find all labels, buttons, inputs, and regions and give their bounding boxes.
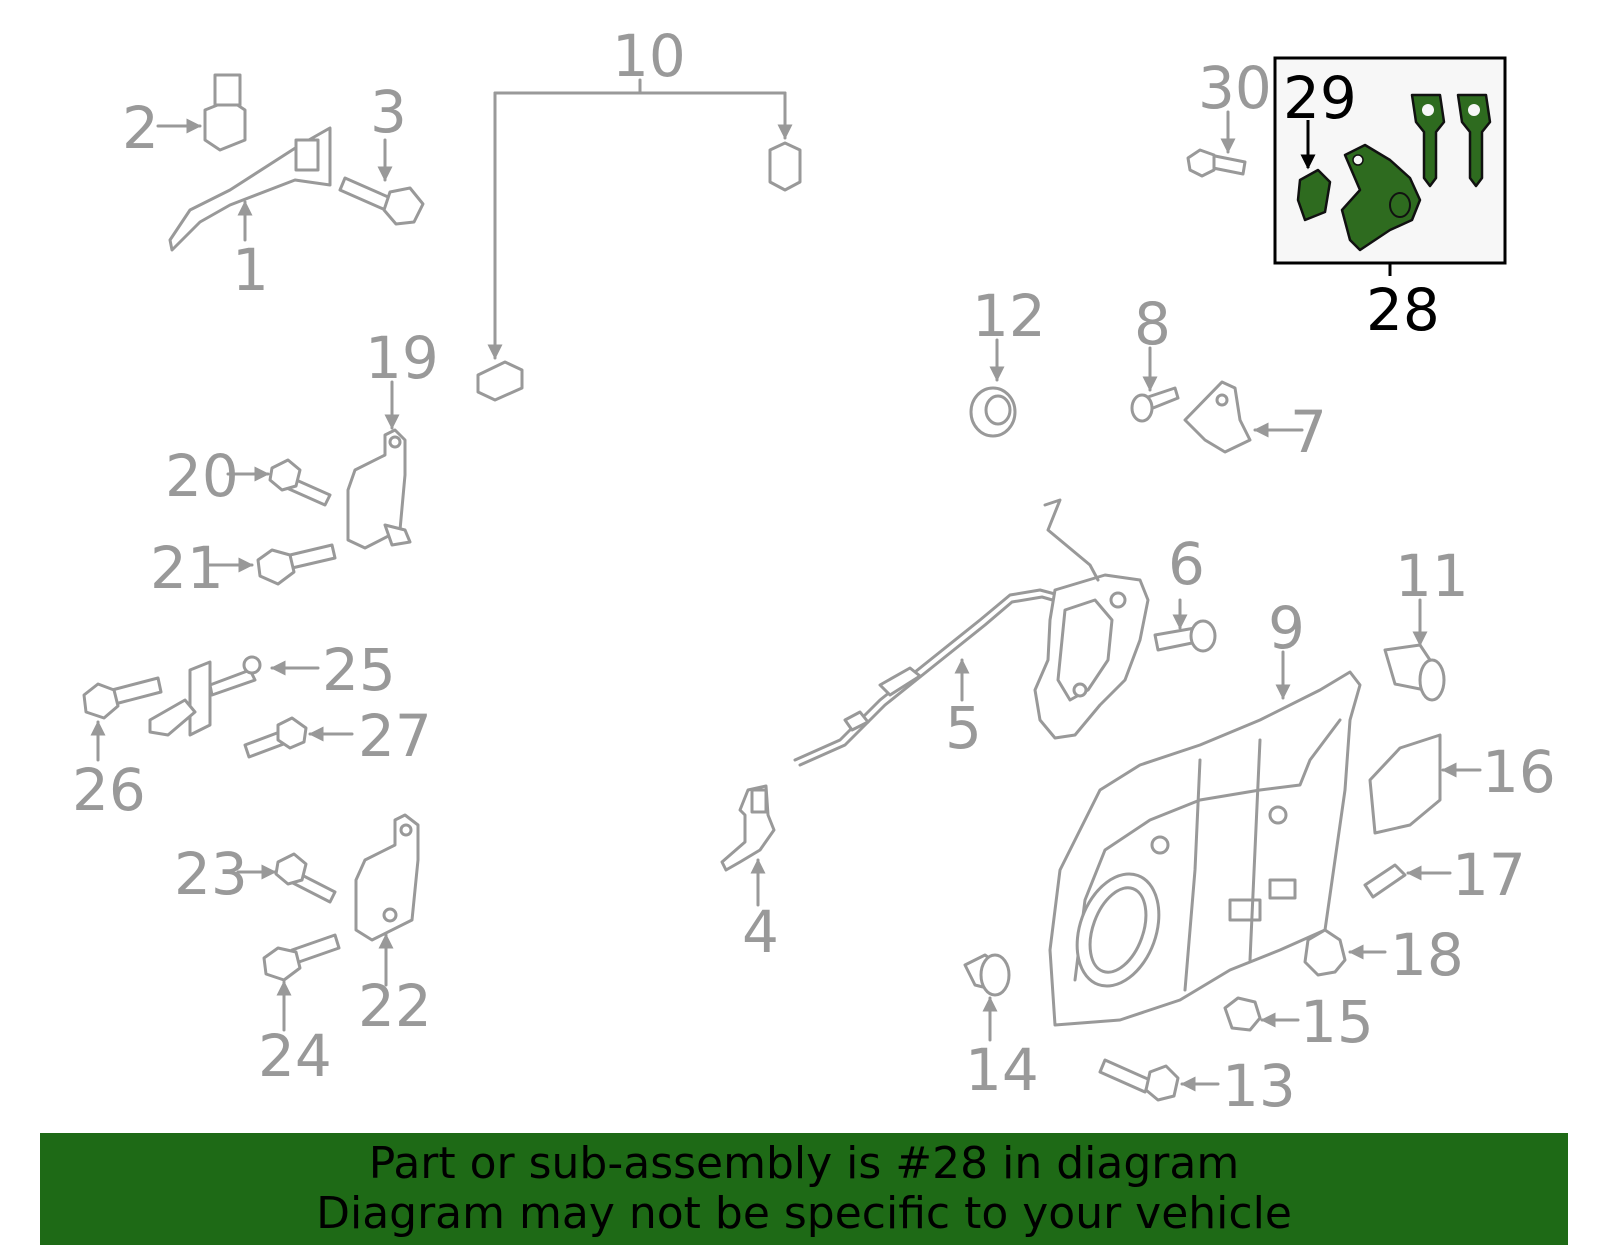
part-4-rod-clip[interactable] (720, 784, 776, 872)
callout-30: 30 (1198, 54, 1272, 122)
callout-22: 22 (358, 972, 432, 1040)
part-14-grommet[interactable] (963, 953, 1011, 997)
key-icon (1410, 93, 1446, 188)
callout-11: 11 (1395, 542, 1469, 610)
callout-12: 12 (972, 282, 1046, 350)
banner-line-1: Part or sub-assembly is #28 in diagram (368, 1138, 1240, 1189)
callout-25: 25 (322, 636, 396, 704)
callout-29: 29 (1283, 64, 1357, 132)
callout-21: 21 (150, 534, 224, 602)
part-8-screw[interactable] (1130, 386, 1180, 423)
part-3-bolt[interactable] (338, 176, 425, 226)
callout-19: 19 (365, 324, 439, 392)
part-21-bolt[interactable] (256, 543, 337, 586)
part-20-bolt[interactable] (268, 458, 332, 507)
callout-7: 7 (1290, 398, 1327, 466)
part-22-hinge[interactable] (354, 813, 420, 942)
callout-6: 6 (1168, 530, 1205, 598)
callout-27: 27 (358, 702, 432, 770)
callout-2: 2 (122, 94, 159, 162)
callout-13: 13 (1222, 1052, 1296, 1120)
callout-26: 26 (72, 756, 146, 824)
part-30-screw[interactable] (1186, 148, 1247, 178)
callout-3: 3 (370, 78, 407, 146)
banner-line-2: Diagram may not be specific to your vehi… (316, 1188, 1292, 1239)
callout-17: 17 (1452, 841, 1526, 909)
callout-28: 28 (1366, 276, 1440, 344)
part-11-push-clip[interactable] (1383, 643, 1446, 702)
callout-10: 10 (612, 22, 686, 90)
callout-23: 23 (174, 840, 248, 908)
part-1-handle-bracket[interactable] (168, 126, 332, 252)
key-icon (1456, 93, 1492, 188)
part-2-clip[interactable] (203, 73, 247, 152)
part-12-grommet[interactable] (969, 386, 1017, 438)
part-16-cover[interactable] (1368, 733, 1442, 835)
callout-18: 18 (1390, 921, 1464, 989)
info-banner: Part or sub-assembly is #28 in diagram D… (40, 1133, 1568, 1245)
part-28-lock-set[interactable] (1273, 56, 1507, 265)
callout-9: 9 (1268, 594, 1305, 662)
callout-14: 14 (965, 1036, 1039, 1104)
part-27-bolt[interactable] (243, 716, 308, 759)
part-5-latch-assembly[interactable] (793, 498, 1150, 767)
part-17-tape[interactable] (1363, 863, 1407, 899)
callout-16: 16 (1482, 738, 1556, 806)
callout-20: 20 (165, 442, 239, 510)
part-24-bolt[interactable] (262, 933, 341, 982)
part-25-check-link[interactable] (148, 655, 262, 737)
part-10-bracket-lines (487, 78, 793, 360)
callout-4: 4 (742, 898, 779, 966)
callout-8: 8 (1134, 290, 1171, 358)
part-26-bolt[interactable] (82, 676, 163, 720)
callout-24: 24 (258, 1022, 332, 1090)
part-10-clip-upper[interactable] (768, 141, 802, 192)
part-23-bolt[interactable] (274, 852, 337, 904)
part-7-plate[interactable] (1183, 380, 1252, 454)
callout-5: 5 (945, 694, 982, 762)
callout-1: 1 (232, 236, 269, 304)
part-10-clip-lower[interactable] (476, 360, 524, 402)
part-13-bolt[interactable] (1098, 1058, 1180, 1102)
part-19-hinge[interactable] (346, 428, 412, 550)
part-18-plug[interactable] (1303, 928, 1347, 977)
part-9-door-panel[interactable] (1048, 670, 1362, 1027)
callout-15: 15 (1300, 988, 1374, 1056)
part-15-nut[interactable] (1223, 996, 1262, 1032)
part-6-screw[interactable] (1153, 619, 1217, 653)
